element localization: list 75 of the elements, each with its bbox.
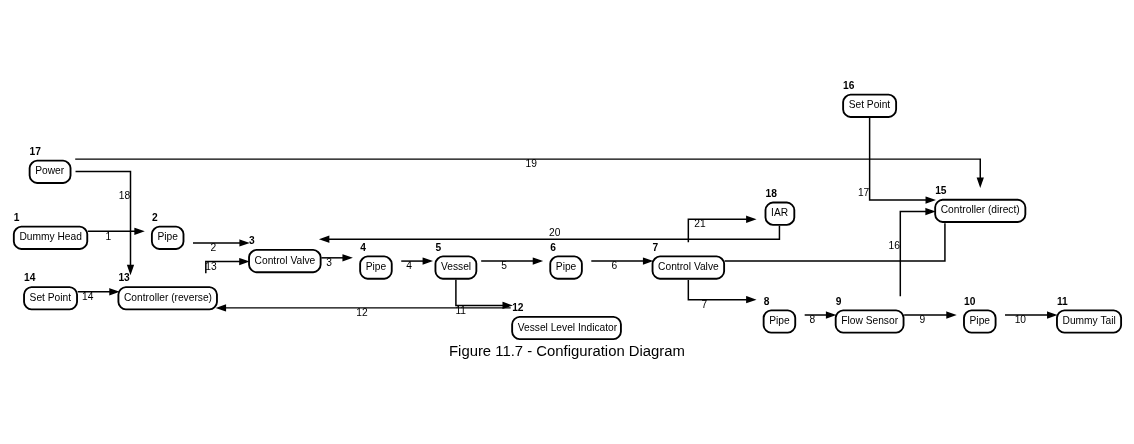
- node-box: Pipe: [150, 225, 185, 250]
- node-label: 14: [24, 271, 36, 283]
- edge-label: 19: [525, 157, 537, 169]
- node-box: Controller (direct): [934, 198, 1027, 223]
- node-box: Set Point: [23, 285, 78, 310]
- arrow: [868, 116, 936, 204]
- node-label: 3: [249, 234, 255, 246]
- caption: Figure 11.7 - Configuration Diagram: [449, 342, 685, 359]
- node-box: Pipe: [762, 308, 797, 334]
- node-box: Vessel: [434, 255, 478, 280]
- arrow: [87, 227, 145, 235]
- connector: [723, 222, 946, 262]
- arrow: [400, 256, 434, 265]
- arrow: [192, 238, 250, 247]
- edge-label: 9: [919, 313, 926, 325]
- edge-label: 1: [105, 230, 112, 242]
- node-label: 1: [13, 211, 20, 223]
- node-box: IAR: [764, 201, 796, 226]
- node-label: 16: [843, 79, 855, 91]
- node-box: Pipe: [963, 308, 997, 334]
- node-label: 4: [360, 241, 366, 253]
- edge-label: 3: [326, 256, 332, 268]
- arrow: [687, 278, 757, 303]
- node-label: 15: [935, 184, 947, 196]
- node-label: 11: [1056, 295, 1068, 307]
- node-box: Control Valve: [651, 255, 726, 280]
- arrow: [205, 257, 250, 274]
- arrow: [455, 278, 513, 309]
- arrow: [215, 303, 512, 312]
- arrow: [903, 310, 957, 319]
- node-label: 10: [963, 295, 976, 307]
- edge-label: 7: [701, 298, 708, 310]
- edge-label: 16: [888, 239, 900, 251]
- edge-label: 10: [1014, 313, 1027, 325]
- node-box: Vessel Level Indicator: [511, 315, 622, 340]
- node-box: Power: [28, 159, 72, 184]
- arrow: [74, 170, 135, 275]
- node-box: Dummy Head: [12, 225, 89, 250]
- node-box: Flow Sensor: [834, 308, 905, 334]
- arrow: [1004, 310, 1058, 319]
- arrow: [320, 253, 353, 261]
- edge-label: 13: [205, 260, 217, 272]
- node-box: Controller (reverse): [117, 285, 218, 310]
- arrow: [480, 256, 544, 265]
- edge-label: 18: [118, 189, 131, 201]
- node-label: 5: [435, 241, 442, 253]
- node-label: 9: [835, 295, 842, 307]
- arrow: [74, 157, 984, 188]
- arrow: [590, 256, 654, 265]
- arrow: [803, 310, 837, 319]
- node-label: 18: [765, 187, 777, 199]
- node-box: Control Valve: [248, 248, 322, 273]
- edge-label: 20: [549, 226, 561, 238]
- arrow: [899, 207, 936, 297]
- edge-label: 14: [82, 290, 94, 302]
- node-box: Dummy Tail: [1056, 308, 1123, 334]
- arrow: [687, 215, 757, 243]
- edge-label: 17: [857, 186, 870, 198]
- arrow: [76, 287, 120, 295]
- node-box: Pipe: [549, 255, 583, 280]
- edge-label: 6: [611, 259, 618, 271]
- edge-label: 4: [406, 259, 412, 271]
- node-label: 7: [652, 241, 659, 253]
- node-label: 2: [151, 211, 158, 223]
- node-label: 12: [512, 301, 524, 313]
- edge-label: 12: [356, 306, 368, 318]
- edge-label: 8: [809, 313, 816, 325]
- node-label: 13: [118, 271, 130, 283]
- node-label: 6: [550, 241, 556, 253]
- edge-label: 2: [210, 241, 217, 253]
- node-label: 8: [763, 295, 770, 307]
- node-box: Pipe: [359, 255, 393, 280]
- node-box: Set Point: [842, 93, 898, 118]
- edge-label: 5: [501, 259, 507, 271]
- node-label: 17: [29, 145, 41, 157]
